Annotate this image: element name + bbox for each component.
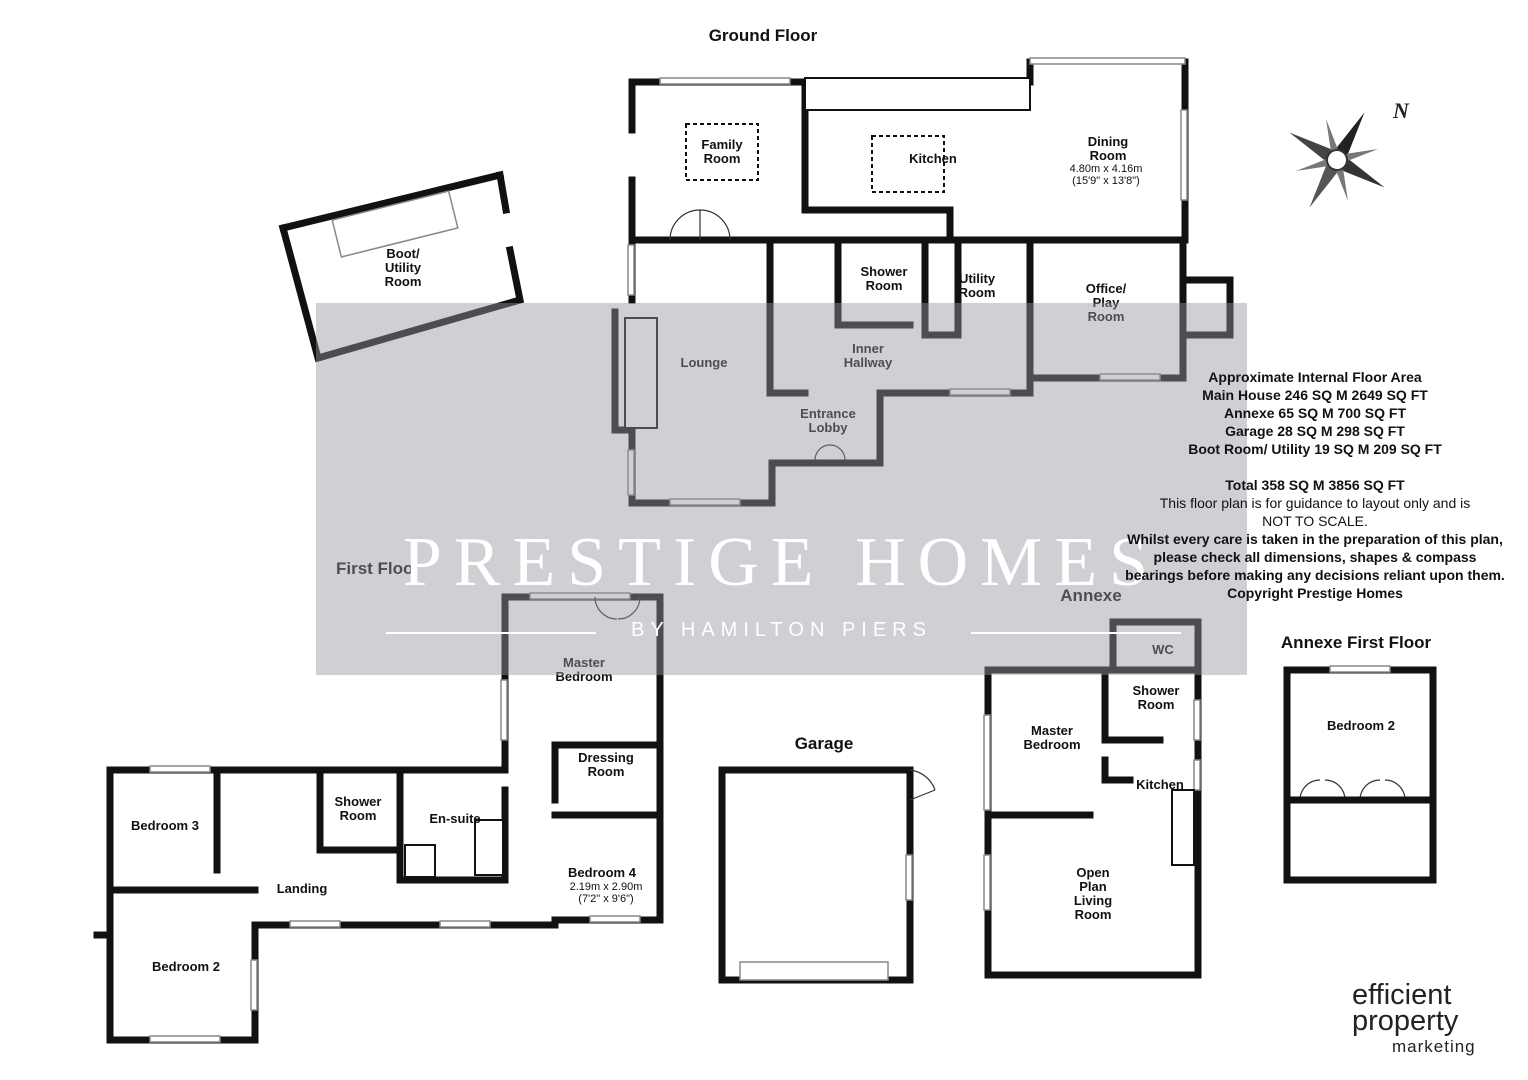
- first-floor-plan: [93, 592, 664, 1044]
- area-total: Total 358 SQ M 3856 SQ FT: [1225, 477, 1405, 493]
- ground-floor-title: Ground Floor: [709, 26, 818, 45]
- room-bedroom-2: Bedroom 2: [152, 959, 220, 974]
- annexe-title: Annexe: [1060, 586, 1121, 605]
- room-annexe-bedroom-2: Bedroom 2: [1327, 718, 1395, 733]
- guidance-text: This floor plan is for guidance to layou…: [1159, 495, 1471, 511]
- not-to-scale-text: NOT TO SCALE.: [1262, 513, 1368, 529]
- watermark-title: PRESTIGE HOMES: [402, 524, 1161, 601]
- room-bedroom-3: Bedroom 3: [131, 818, 199, 833]
- annexe-plan: [983, 618, 1202, 979]
- garage-plan: [718, 766, 936, 984]
- compass-rose-icon: [1289, 112, 1385, 208]
- dining-room-dimensions: 4.80m x 4.16m(15'9" x 13'8"): [1070, 163, 1143, 187]
- efficient-property-marketing-logo: efficient property marketing: [1352, 979, 1502, 1060]
- area-annexe: Annexe 65 SQ M 700 SQ FT: [1223, 405, 1407, 421]
- watermark-overlay: PRESTIGE HOMES BY HAMILTON PIERS: [316, 303, 1247, 675]
- watermark-subtitle: BY HAMILTON PIERS: [631, 619, 932, 641]
- disclaimer-line-1: Whilst every care is taken in the prepar…: [1127, 531, 1503, 547]
- ground-floor-plan: [278, 57, 1234, 507]
- floor-area-info: Approximate Internal Floor Area Main Hou…: [1110, 368, 1520, 602]
- garage-title: Garage: [795, 734, 854, 753]
- compass-north-label: N: [1392, 98, 1410, 123]
- room-kitchen: Kitchen: [909, 151, 957, 166]
- area-boot-room: Boot Room/ Utility 19 SQ M 209 SQ FT: [1188, 441, 1442, 457]
- annexe-first-floor-title: Annexe First Floor: [1281, 633, 1432, 652]
- logo-line-3: marketing: [1392, 1037, 1476, 1056]
- room-en-suite: En-suite: [429, 811, 480, 826]
- area-main-house: Main House 246 SQ M 2649 SQ FT: [1202, 387, 1428, 403]
- area-heading: Approximate Internal Floor Area: [1208, 369, 1422, 385]
- first-floor-title: First Floor: [336, 559, 420, 578]
- bedroom-4-dimensions: 2.19m x 2.90m(7'2" x 9'6"): [570, 881, 643, 905]
- area-garage: Garage 28 SQ M 298 SQ FT: [1225, 423, 1405, 439]
- disclaimer-line-2: please check all dimensions, shapes & co…: [1153, 549, 1477, 565]
- room-annexe-wc: WC: [1152, 642, 1174, 657]
- room-landing: Landing: [277, 881, 328, 896]
- room-annexe-kitchen: Kitchen: [1136, 777, 1184, 792]
- disclaimer-line-3: bearings before making any decisions rel…: [1125, 567, 1505, 583]
- logo-line-2: property: [1352, 1005, 1459, 1037]
- copyright-text: Copyright Prestige Homes: [1227, 585, 1403, 601]
- annexe-first-floor-plan: [1283, 665, 1437, 884]
- logo-line-1: efficient: [1352, 979, 1452, 1011]
- watermark-divider-left: [386, 632, 596, 634]
- room-lounge: Lounge: [681, 355, 728, 370]
- watermark-divider-right: [971, 632, 1181, 634]
- room-bedroom-4: Bedroom 4: [568, 865, 637, 880]
